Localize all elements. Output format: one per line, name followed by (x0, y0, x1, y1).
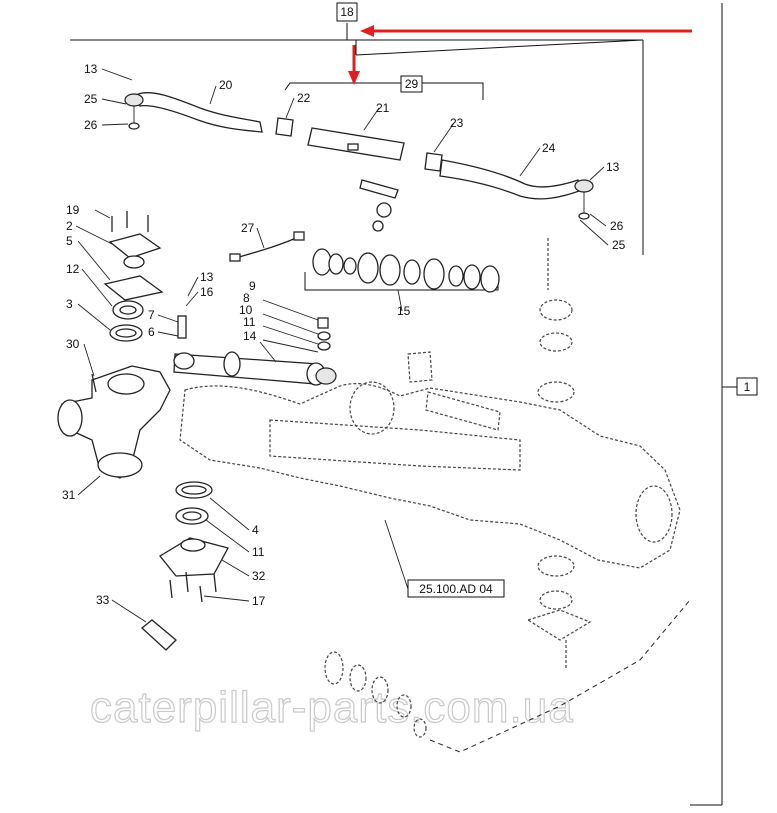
axle-housing-ghost (179, 351, 681, 569)
watermark: caterpillar-parts.com.ua (90, 683, 574, 732)
callout-21[interactable]: 21 (376, 101, 390, 115)
callout-26-right[interactable]: 26 (610, 219, 624, 233)
callout-10[interactable]: 10 (239, 303, 253, 317)
callout-26[interactable]: 26 (84, 118, 98, 132)
callout-box-18-label: 18 (340, 5, 354, 19)
pin-33[interactable] (141, 619, 177, 651)
callout-32[interactable]: 32 (252, 569, 266, 583)
callout-box-1[interactable]: 1 (736, 377, 758, 396)
bearing-11[interactable] (175, 507, 209, 525)
callout-31[interactable]: 31 (62, 488, 76, 502)
steering-cylinder-14[interactable] (173, 351, 337, 386)
bolts-17[interactable] (169, 571, 217, 603)
callout-labels: 13 20 25 26 22 21 23 24 13 26 25 19 2 5 … (62, 62, 626, 608)
callout-16[interactable]: 16 (200, 285, 214, 299)
grease-fitting-assembly[interactable] (359, 179, 399, 232)
callout-box-18[interactable]: 18 (336, 2, 358, 22)
seal-4[interactable] (175, 481, 213, 499)
kingpin-cap-2[interactable] (108, 233, 162, 269)
sensor-cable-27[interactable] (229, 231, 305, 262)
callout-19[interactable]: 19 (66, 203, 80, 217)
tie-rod-tube-21[interactable] (307, 127, 405, 161)
callout-30[interactable]: 30 (66, 337, 80, 351)
callout-8[interactable]: 8 (243, 291, 250, 305)
callout-13[interactable]: 13 (84, 62, 98, 76)
steering-knuckle-31[interactable] (57, 365, 171, 479)
callout-box-29[interactable]: 29 (400, 75, 423, 93)
seal-3[interactable] (109, 324, 143, 342)
reference-label-25-100-ad-04[interactable]: 25.100.AD 04 (407, 579, 505, 598)
lower-cap-32[interactable] (159, 537, 229, 577)
bolt-30[interactable] (91, 373, 97, 393)
callout-12[interactable]: 12 (66, 262, 80, 276)
callout-6[interactable]: 6 (148, 325, 155, 339)
callout-7[interactable]: 7 (148, 308, 155, 322)
bolts-19[interactable] (111, 211, 149, 232)
shim-plate-5[interactable] (103, 275, 164, 301)
callout-33[interactable]: 33 (96, 593, 110, 607)
callout-25-right[interactable]: 25 (612, 238, 626, 252)
highlight-arrow-vertical (348, 45, 360, 85)
callout-20[interactable]: 20 (219, 78, 233, 92)
callout-27[interactable]: 27 (241, 221, 255, 235)
callout-box-29-label: 29 (405, 77, 419, 91)
callout-11-lower[interactable]: 11 (252, 545, 265, 559)
callout-14[interactable]: 14 (243, 329, 257, 343)
callout-24[interactable]: 24 (542, 141, 556, 155)
callout-17[interactable]: 17 (252, 594, 266, 608)
tie-rod-end-right[interactable] (439, 159, 594, 220)
tie-rod-end-left[interactable] (124, 92, 263, 133)
callout-23[interactable]: 23 (450, 116, 464, 130)
callout-9[interactable]: 9 (249, 279, 256, 293)
adjusting-sleeve-23[interactable] (424, 152, 443, 172)
highlight-arrow-horizontal (360, 25, 692, 37)
hub-gear-ghost (324, 651, 427, 738)
leader-lines (75, 68, 609, 623)
pin-9[interactable] (317, 317, 331, 351)
callout-22[interactable]: 22 (297, 91, 311, 105)
callout-4[interactable]: 4 (252, 523, 259, 537)
adjusting-sleeve-22[interactable] (275, 117, 294, 137)
callout-box-1-label: 1 (744, 380, 751, 394)
callout-11[interactable]: 11 (243, 315, 256, 329)
callout-13-right[interactable]: 13 (606, 160, 620, 174)
callout-5[interactable]: 5 (66, 234, 73, 248)
callout-15[interactable]: 15 (397, 304, 411, 318)
callout-25[interactable]: 25 (84, 92, 98, 106)
hidden-assembly-line (429, 599, 691, 753)
seal-kit-15[interactable] (312, 248, 500, 293)
bearing-12[interactable] (112, 300, 144, 320)
right-kingpin-stack-ghost (526, 238, 592, 670)
pin-7[interactable] (177, 315, 187, 339)
callout-3[interactable]: 3 (66, 297, 73, 311)
callout-2[interactable]: 2 (66, 219, 73, 233)
reference-label-text: 25.100.AD 04 (419, 582, 493, 596)
callout-13-middle[interactable]: 13 (200, 270, 214, 284)
